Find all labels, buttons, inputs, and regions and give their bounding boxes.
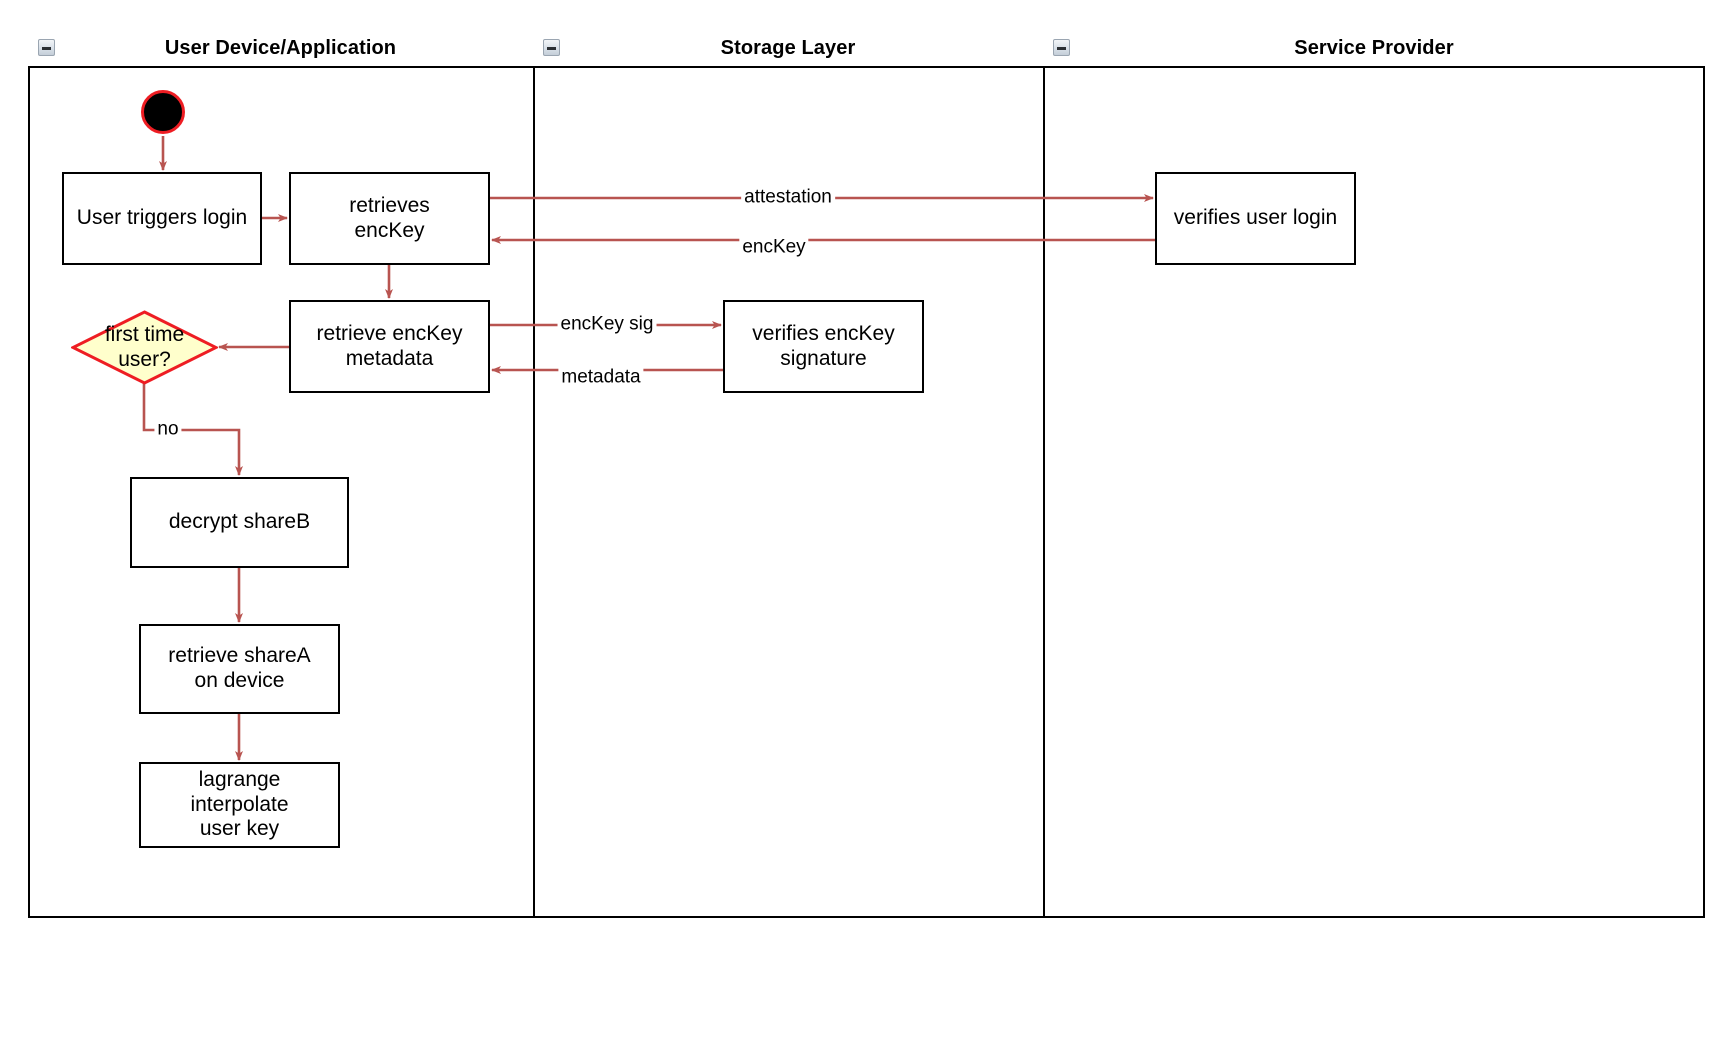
lane-header-user-device: User Device/Application (28, 28, 533, 68)
lane-divider-1 (533, 28, 535, 918)
start-node[interactable] (141, 90, 185, 134)
decision-diamond-shape (69, 310, 220, 385)
activity-user-triggers-login[interactable]: User triggers login (62, 172, 262, 265)
collapse-minus-icon[interactable] (38, 39, 55, 56)
edge-label-attestation: attestation (741, 187, 835, 209)
decision-first-time-user[interactable]: first time user? (69, 310, 220, 385)
collapse-minus-icon[interactable] (543, 39, 560, 56)
lane-divider-2 (1043, 28, 1045, 918)
lane-title-storage-layer: Storage Layer (720, 37, 856, 59)
lane-header-storage-layer: Storage Layer (533, 28, 1043, 68)
activity-retrieves-enckey[interactable]: retrieves encKey (289, 172, 490, 265)
edge-no-to-decrypt (142, 382, 243, 476)
activity-decrypt-shareb[interactable]: decrypt shareB (130, 477, 349, 568)
edge-label-enckey: encKey (739, 237, 809, 259)
lane-title-user-device: User Device/Application (164, 37, 397, 59)
collapse-minus-icon[interactable] (1053, 39, 1070, 56)
activity-retrieve-sharea[interactable]: retrieve shareA on device (139, 624, 340, 714)
lane-header-service-provider: Service Provider (1043, 28, 1705, 68)
edge-label-no: no (154, 419, 182, 441)
edge-label-metadata: metadata (558, 367, 644, 389)
activity-lagrange-interpolate[interactable]: lagrange interpolate user key (139, 762, 340, 848)
activity-verifies-enckey-signature[interactable]: verifies encKey signature (723, 300, 924, 393)
activity-verifies-user-login[interactable]: verifies user login (1155, 172, 1356, 265)
activity-retrieve-enckey-metadata[interactable]: retrieve encKey metadata (289, 300, 490, 393)
lane-title-service-provider: Service Provider (1294, 37, 1454, 59)
edge-label-enckey-sig: encKey sig (557, 314, 657, 336)
